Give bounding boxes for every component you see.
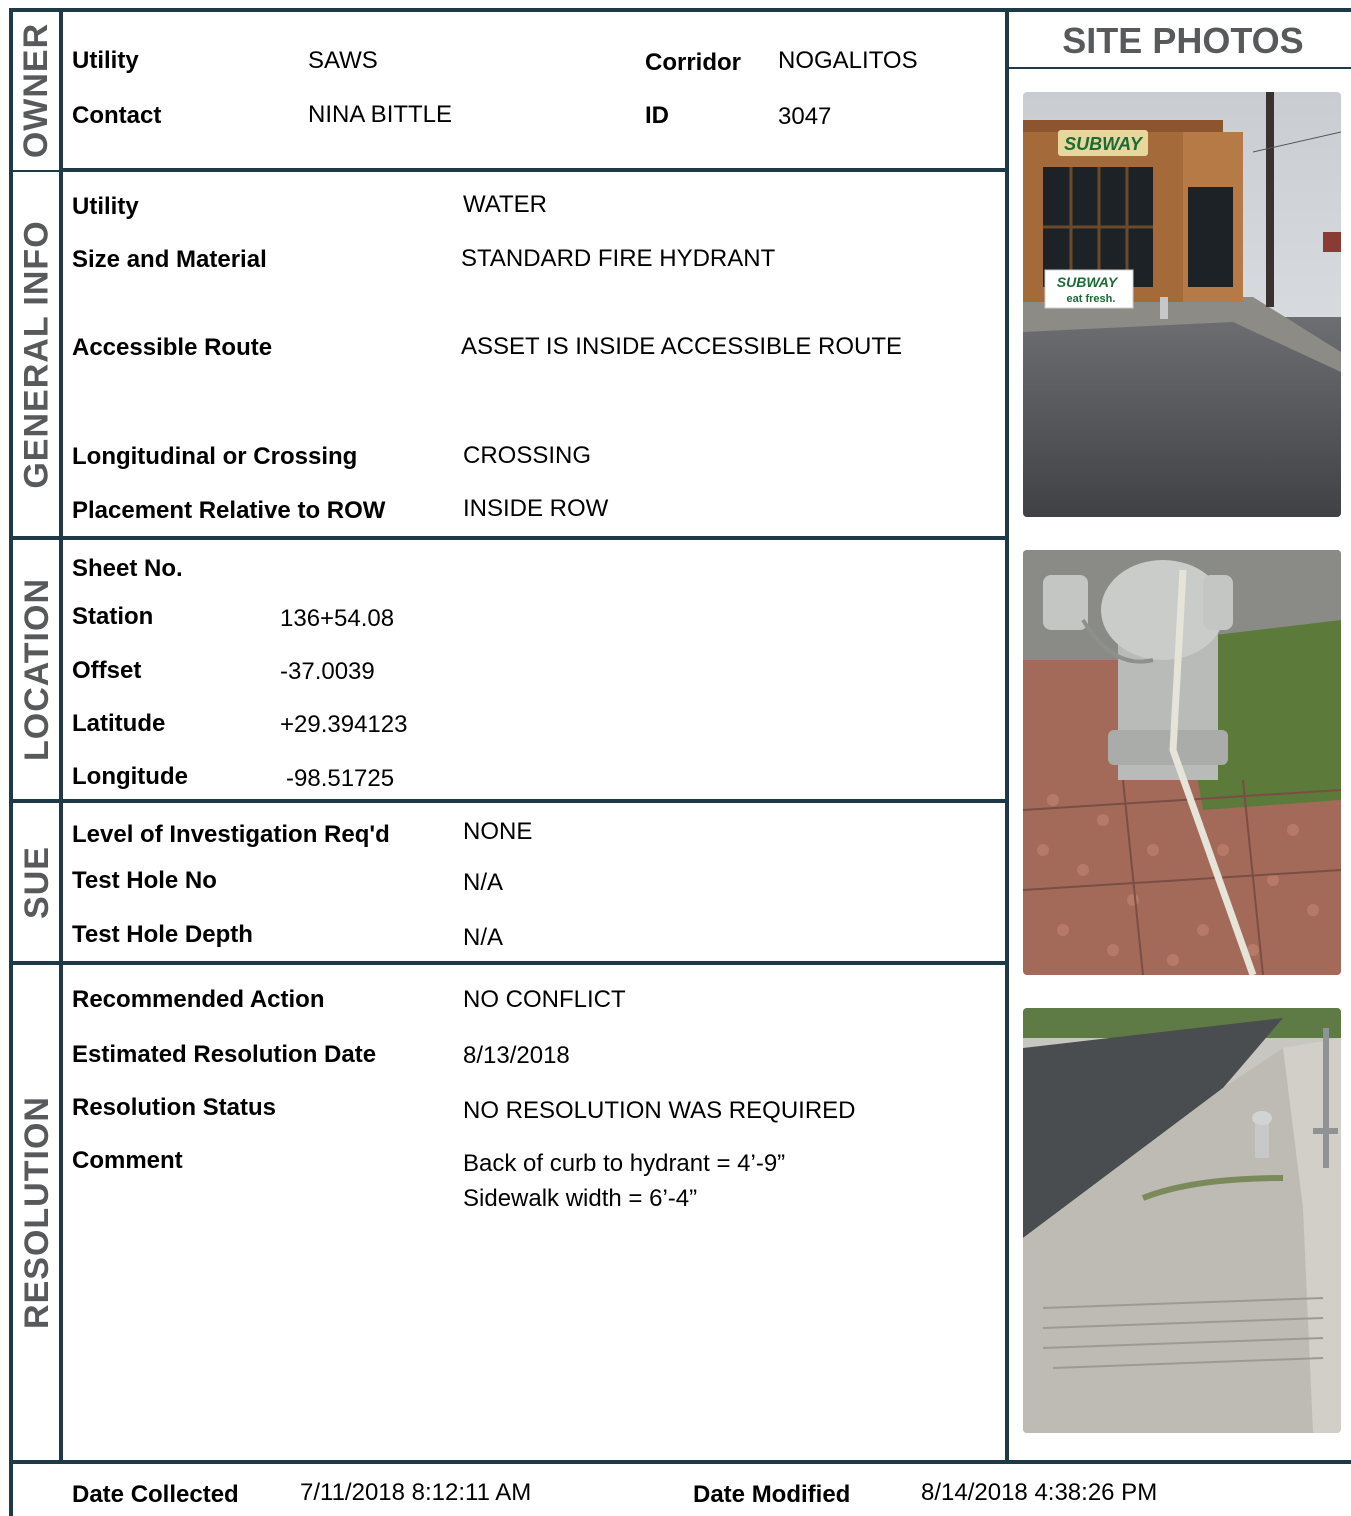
section-label-resolution: RESOLUTION xyxy=(17,1096,56,1329)
general-utility-label: Utility xyxy=(72,193,139,220)
station-label: Station xyxy=(72,603,154,630)
section-label-general-info: GENERAL INFO xyxy=(17,219,56,489)
contact-value: NINA BITTLE xyxy=(308,101,453,128)
investigation-level-label: Level of Investigation Req'd xyxy=(72,821,390,848)
date-modified-value: 8/14/2018 4:38:26 PM xyxy=(921,1479,1158,1506)
section-label-location: LOCATION xyxy=(17,577,56,762)
id-label: ID xyxy=(645,102,669,129)
test-hole-no-value: N/A xyxy=(463,869,504,896)
comment-line: Back of curb to hydrant = 4’-9” xyxy=(463,1150,786,1177)
corridor-value: NOGALITOS xyxy=(778,47,918,74)
accessible-route-label: Accessible Route xyxy=(72,334,273,361)
site-photo-sidewalk[interactable] xyxy=(1023,1008,1341,1433)
date-collected-value: 7/11/2018 8:12:11 AM xyxy=(300,1479,532,1506)
resolution-status-value: NO RESOLUTION WAS REQUIRED xyxy=(463,1097,856,1124)
size-material-label: Size and Material xyxy=(72,246,267,273)
svg-text:SUBWAY: SUBWAY xyxy=(1064,134,1144,154)
site-photos-title: SITE PHOTOS xyxy=(1062,20,1304,61)
station-value: 136+54.08 xyxy=(280,605,395,632)
longitude-label: Longitude xyxy=(72,763,188,790)
date-modified-label: Date Modified xyxy=(693,1481,851,1508)
comment-value: Back of curb to hydrant = 4’-9” Sidewalk… xyxy=(463,1146,785,1216)
longitude-value: -98.51725 xyxy=(286,765,395,792)
longitudinal-crossing-label: Longitudinal or Crossing xyxy=(72,443,358,470)
svg-text:eat fresh.: eat fresh. xyxy=(1067,293,1116,305)
test-hole-no-label: Test Hole No xyxy=(72,867,217,894)
photo-column-divider xyxy=(1005,8,1009,1462)
latitude-label: Latitude xyxy=(72,710,166,737)
comment-line: Sidewalk width = 6’-4” xyxy=(463,1185,698,1212)
investigation-level-value: NONE xyxy=(463,818,533,845)
site-photo-storefront[interactable]: SUBWAY SUBWAY eat fresh. xyxy=(1023,92,1341,517)
resolution-status-label: Resolution Status xyxy=(72,1094,277,1121)
test-hole-depth-value: N/A xyxy=(463,924,504,951)
recommended-action-value: NO CONFLICT xyxy=(463,986,626,1013)
longitudinal-crossing-value: CROSSING xyxy=(463,442,592,469)
placement-row-value: INSIDE ROW xyxy=(463,495,609,522)
estimated-resolution-date-value: 8/13/2018 xyxy=(463,1042,570,1069)
site-photo-hydrant-closeup[interactable] xyxy=(1023,550,1341,975)
row-divider xyxy=(9,799,1007,803)
test-hole-depth-label: Test Hole Depth xyxy=(72,921,253,948)
row-divider xyxy=(13,170,61,172)
row-divider xyxy=(9,961,1007,965)
date-collected-label: Date Collected xyxy=(72,1481,239,1508)
section-label-sue: SUE xyxy=(17,845,56,919)
id-value: 3047 xyxy=(778,103,832,130)
section-label-owner: OWNER xyxy=(17,22,56,158)
latitude-value: +29.394123 xyxy=(280,711,408,738)
accessible-route-value: ASSET IS INSIDE ACCESSIBLE ROUTE xyxy=(461,333,903,360)
row-divider xyxy=(9,536,1007,540)
owner-utility-value: SAWS xyxy=(308,47,378,74)
recommended-action-label: Recommended Action xyxy=(72,986,325,1013)
offset-value: -37.0039 xyxy=(280,658,375,685)
corridor-label: Corridor xyxy=(645,49,741,76)
contact-label: Contact xyxy=(72,102,162,129)
estimated-resolution-date-label: Estimated Resolution Date xyxy=(72,1041,377,1068)
svg-text:SUBWAY: SUBWAY xyxy=(1057,274,1119,290)
section-divider xyxy=(59,8,63,1462)
placement-row-label: Placement Relative to ROW xyxy=(72,497,386,524)
owner-utility-label: Utility xyxy=(72,47,139,74)
offset-label: Offset xyxy=(72,657,142,684)
photos-title-underline xyxy=(1009,67,1351,69)
sheet-no-label: Sheet No. xyxy=(72,555,183,582)
form-frame xyxy=(9,8,1351,1462)
row-divider xyxy=(61,168,1007,172)
general-utility-value: WATER xyxy=(463,191,547,218)
comment-label: Comment xyxy=(72,1147,183,1174)
footer-divider xyxy=(9,1460,1351,1464)
footer-left-border xyxy=(9,1462,13,1516)
size-material-value: STANDARD FIRE HYDRANT xyxy=(461,245,776,272)
